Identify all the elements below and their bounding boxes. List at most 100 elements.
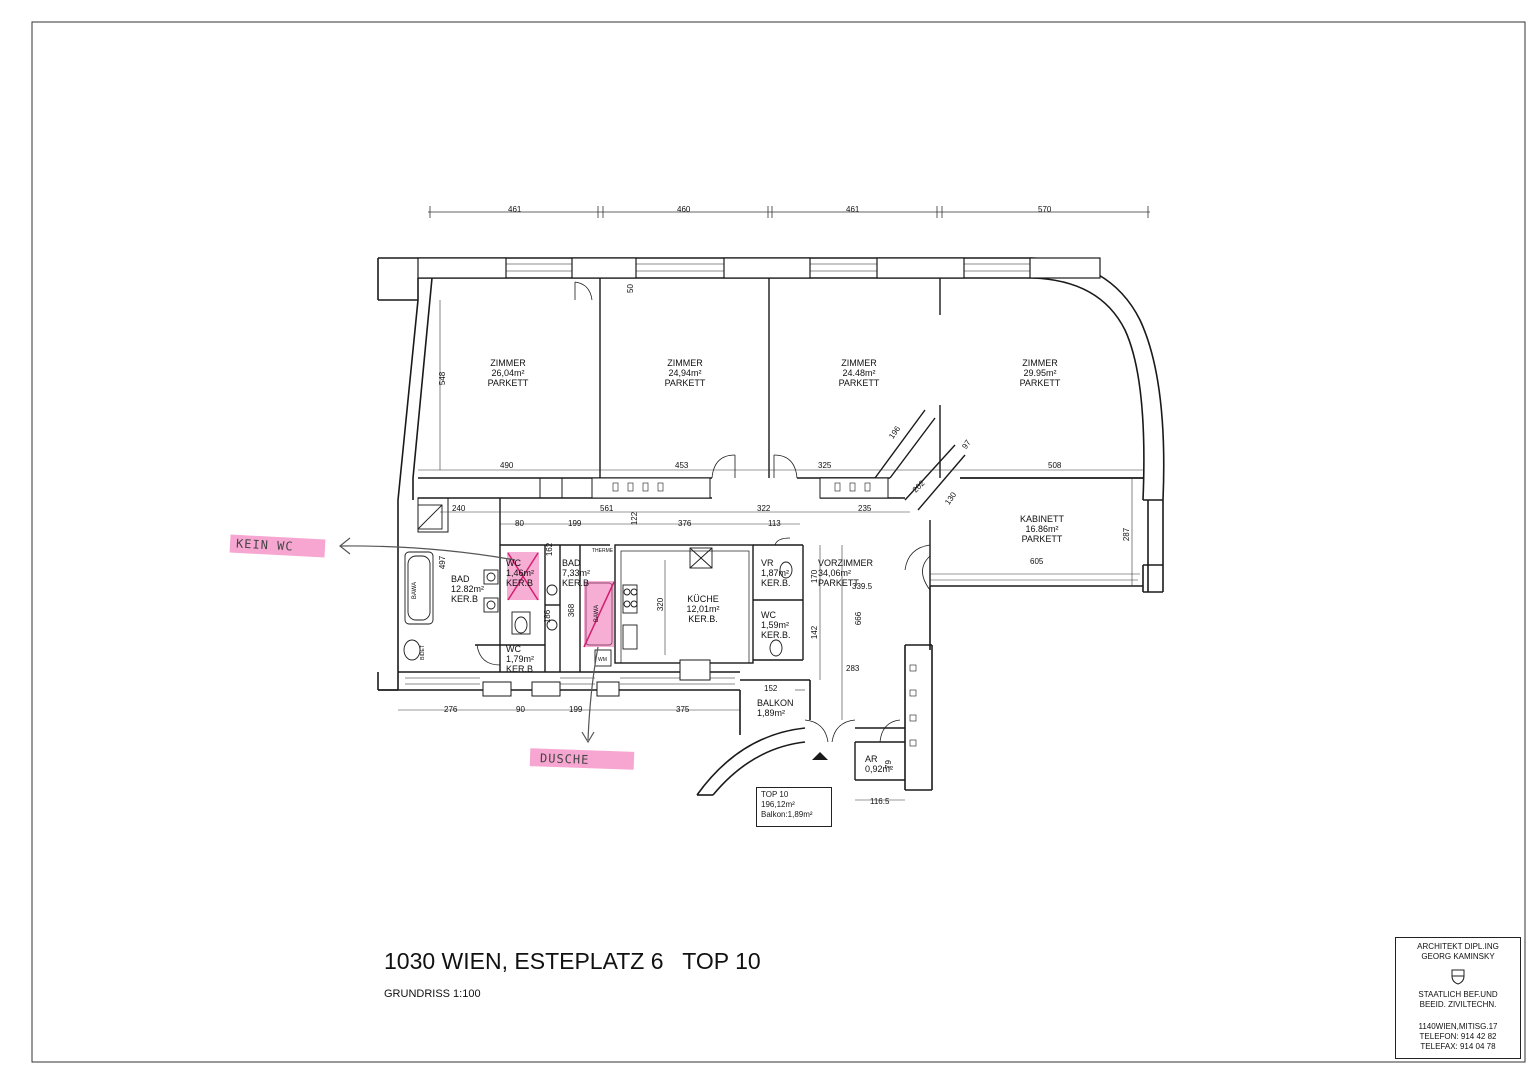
room-area: 1,59m²: [761, 620, 790, 630]
room-floor: KER.B.: [761, 578, 791, 588]
room-floor: PARKETT: [664, 378, 706, 388]
room-wc-3: WC 1,59m² KER.B.: [756, 610, 796, 640]
room-name: AR: [865, 754, 878, 764]
therme-label: THERME: [592, 548, 614, 554]
room-zimmer-1: ZIMMER 26,04m² PARKETT: [477, 358, 539, 388]
stamp-line-7: TELEFAX: 914 04 78: [1420, 1042, 1496, 1051]
stamp-line-6: TELEFON: 914 42 82: [1419, 1032, 1497, 1041]
room-area: 1,79m²: [506, 654, 535, 664]
bidet-label: BIDET: [419, 645, 426, 660]
window-glass: [405, 263, 1030, 685]
room-vr: VR 1,87m² KER.B.: [756, 558, 796, 588]
annotation-kein-wc: KEIN WC: [235, 536, 294, 554]
dim-bottom-1: 276: [444, 705, 458, 714]
dim-top-3: 461: [846, 205, 860, 214]
dim-339: 339.5: [852, 582, 873, 591]
room-area: 16.86m²: [1025, 524, 1059, 534]
room-bad-1: BAD 12.82m² KER.B: [446, 574, 486, 604]
room-area: 1,89m²: [757, 708, 786, 718]
dim-162: 162: [545, 542, 555, 557]
room-floor: KER.B.: [761, 630, 791, 640]
plan-title: 1030 WIEN, ESTEPLATZ 6 TOP 10: [384, 948, 761, 974]
room-name: VORZIMMER: [818, 558, 873, 568]
dim-497: 497: [438, 555, 448, 570]
room-floor: KER.B: [506, 664, 534, 674]
dim-hall-322: 322: [757, 504, 771, 513]
dim-top-4: 570: [1038, 205, 1052, 214]
dim-hall-122: 122: [630, 511, 640, 526]
dim-142: 142: [810, 625, 820, 640]
room-name: ZIMMER: [1022, 358, 1058, 368]
dim-mid-2: 453: [675, 461, 689, 470]
dim-hall-240: 240: [452, 504, 466, 513]
door-swings: [476, 281, 931, 743]
room-name: BAD: [562, 558, 581, 568]
room-floor: PARKETT: [838, 378, 880, 388]
unit-balcony-area: Balkon:1,89m²: [761, 810, 813, 819]
unit-number: TOP 10: [761, 790, 789, 799]
dim-mid-3: 325: [818, 461, 832, 470]
dim-116: 116.5: [870, 797, 890, 806]
room-balkon: BALKON 1,89m²: [752, 698, 804, 718]
dim-50: 50: [625, 284, 635, 293]
block-hatches: [612, 482, 917, 747]
room-area: 24.48m²: [842, 368, 876, 378]
dim-hall-199: 199: [568, 519, 582, 528]
dim-mid-1: 490: [500, 461, 514, 470]
coat-of-arms-icon: [1451, 969, 1465, 985]
entrance-arrow: [812, 752, 828, 760]
architect-stamp: ARCHITEKT DIPL.ING GEORG KAMINSKY STAATL…: [1395, 937, 1521, 1059]
unit-summary-box: TOP 10 196,12m² Balkon:1,89m²: [756, 787, 832, 827]
room-wc-1: WC 1,46m² KER.B: [502, 558, 542, 588]
room-floor: PARKETT: [487, 378, 529, 388]
room-ar: AR 0,92m²: [860, 754, 896, 774]
room-area: 29.95m²: [1023, 368, 1057, 378]
room-name: WC: [506, 558, 521, 568]
dim-top-1: 461: [508, 205, 522, 214]
bath-1-label: BAWA: [412, 581, 419, 600]
room-zimmer-2: ZIMMER 24,94m² PARKETT: [654, 358, 716, 388]
room-area: 24,94m²: [668, 368, 702, 378]
dim-368: 368: [567, 603, 577, 618]
dim-hall-235: 235: [858, 504, 872, 513]
room-area: 1,87m²: [761, 568, 790, 578]
stamp-line-5: 1140WIEN,MITISG.17: [1418, 1022, 1498, 1031]
room-zimmer-4: ZIMMER 29.95m² PARKETT: [1009, 358, 1071, 388]
room-name: ZIMMER: [841, 358, 877, 368]
dim-bottom-3: 199: [569, 705, 583, 714]
dim-283: 283: [846, 664, 860, 673]
room-floor: PARKETT: [1021, 534, 1063, 544]
room-name: KÜCHE: [687, 594, 719, 604]
plan-scale: GRUNDRISS 1:100: [384, 988, 481, 1000]
room-name: WC: [761, 610, 776, 620]
room-wc-2: WC 1,79m² KER.B: [502, 644, 542, 674]
room-floor: KER.B: [506, 578, 534, 588]
room-area: 12.82m²: [451, 584, 485, 594]
dim-bottom-4: 375: [676, 705, 690, 714]
dim-hall-113: 113: [768, 519, 781, 528]
stamp-line-2: GEORG KAMINSKY: [1421, 952, 1495, 961]
top-windows: [417, 257, 1101, 279]
dim-320: 320: [656, 597, 666, 612]
dim-152: 152: [764, 684, 778, 693]
sheet-border: [31, 21, 1526, 1063]
room-area: 34,06m²: [818, 568, 852, 578]
dim-666: 666: [854, 611, 864, 626]
dim-hall-80: 80: [515, 519, 524, 528]
unit-total-area: 196,12m²: [761, 800, 795, 809]
room-bad-2: BAD 7,33m² KER.B: [558, 558, 598, 588]
room-floor: PARKETT: [818, 578, 859, 588]
annotation-dusche: DUSCHE: [539, 751, 590, 767]
room-name: ZIMMER: [667, 358, 703, 368]
room-zimmer-3: ZIMMER 24.48m² PARKETT: [828, 358, 890, 388]
dim-mid-4: 508: [1048, 461, 1062, 470]
room-name: BALKON: [757, 698, 794, 708]
wm-label: WM: [598, 657, 607, 663]
room-name: BAD: [451, 574, 470, 584]
markup-arrows: [339, 537, 599, 744]
dim-bottom-2: 90: [516, 705, 525, 714]
room-area: 26,04m²: [491, 368, 525, 378]
room-name: VR: [761, 558, 774, 568]
markup-highlights: [229, 534, 635, 770]
